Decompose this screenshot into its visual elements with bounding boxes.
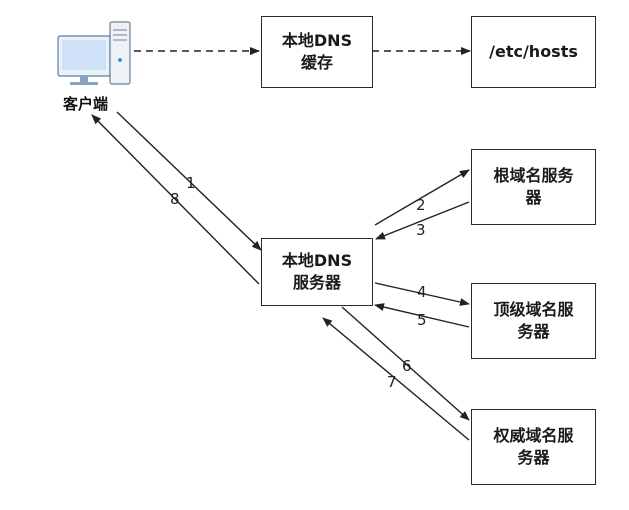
step-8-arrow	[91, 114, 260, 285]
client-computer-icon	[57, 21, 131, 85]
step-1-label: 1	[186, 174, 196, 192]
auth-server-box: 权威域名服 务器	[471, 409, 596, 485]
root-server-box: 根域名服务 器	[471, 149, 596, 225]
local-dns-cache-box: 本地DNS 缓存	[261, 16, 373, 88]
step-2-label: 2	[416, 196, 426, 214]
step-3-label: 3	[416, 221, 426, 239]
step-6-arrow	[341, 306, 470, 421]
step-5-label: 5	[417, 311, 427, 329]
local-dns-cache-label: 本地DNS 缓存	[281, 31, 353, 72]
step-4-arrow	[374, 282, 470, 306]
auth-server-label: 权威域名服 务器	[493, 426, 574, 467]
step-5-arrow	[374, 303, 470, 328]
local-dns-server-box: 本地DNS 服务器	[261, 238, 373, 306]
step-7-arrow	[322, 317, 470, 441]
tld-server-box: 顶级域名服 务器	[471, 283, 596, 359]
step-2-arrow	[374, 169, 470, 226]
etc-hosts-label: /etc/hosts	[489, 42, 578, 61]
step-6-label: 6	[402, 357, 412, 375]
step-7-label: 7	[387, 373, 397, 391]
tld-server-label: 顶级域名服 务器	[493, 300, 574, 341]
step-8-label: 8	[170, 190, 180, 208]
step-3-arrow	[375, 201, 470, 240]
local-dns-server-label: 本地DNS 服务器	[281, 251, 353, 292]
step-4-label: 4	[417, 283, 427, 301]
client-label: 客户端	[63, 95, 109, 113]
etc-hosts-box: /etc/hosts	[471, 16, 596, 88]
root-server-label: 根域名服务 器	[493, 166, 574, 207]
step-1-arrow	[116, 111, 262, 251]
